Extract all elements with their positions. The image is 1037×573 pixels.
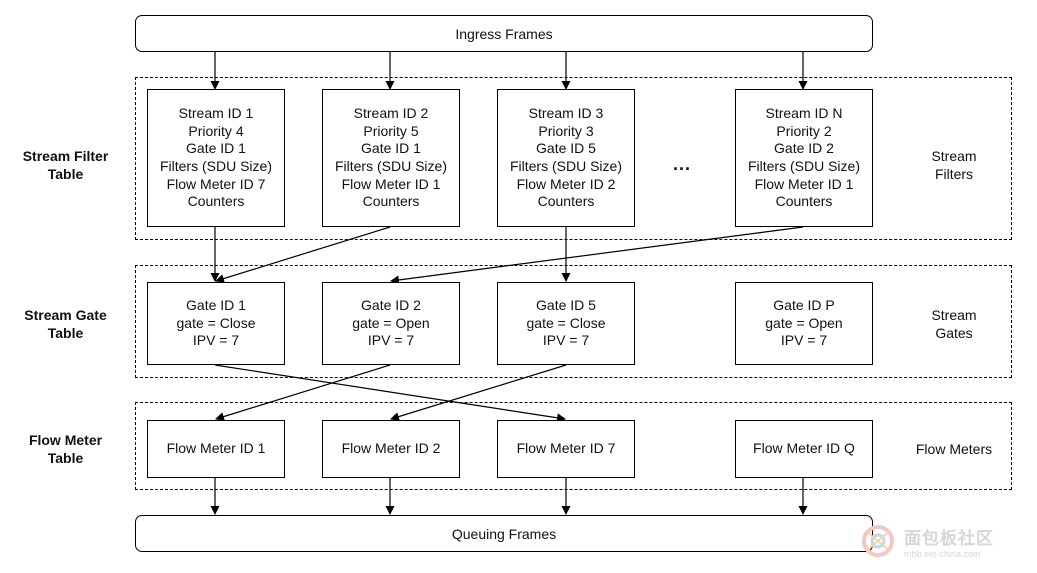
ingress-frames-box: Ingress Frames	[135, 15, 873, 52]
flow-meter-label: Flow Meter ID Q	[753, 440, 855, 457]
filter-line: Priority 4	[188, 122, 244, 139]
watermark-text: 面包板社区	[904, 528, 994, 548]
filter-line: Stream ID 2	[353, 105, 429, 122]
filter-line: Priority 3	[538, 122, 594, 139]
arrow-filter-n-to-gate-2	[390, 226, 804, 285]
filter-line: Flow Meter ID 2	[516, 175, 616, 192]
stream-gate-group	[135, 265, 1012, 378]
filter-line: Flow Meter ID 1	[341, 175, 441, 192]
filter-line: Gate ID 2	[774, 140, 834, 157]
gate-line: gate = Close	[176, 314, 256, 331]
flow-meter-group	[135, 402, 1012, 490]
arrow-gate-1-to-meter-7	[214, 364, 566, 423]
stream-filter-box: Stream ID 2 Priority 5 Gate ID 1 Filters…	[322, 89, 460, 227]
filter-line: Flow Meter ID 1	[754, 175, 854, 192]
filter-line: Filters (SDU Size)	[747, 158, 860, 174]
stream-gates-side-label: Stream Gates	[931, 307, 977, 341]
stream-gate-box: Gate ID P gate = Open IPV = 7	[735, 282, 873, 365]
gate-line: gate = Open	[765, 314, 843, 331]
flow-meter-box: Flow Meter ID 1	[147, 420, 285, 478]
stream-filter-box: Stream ID 3 Priority 3 Gate ID 5 Filters…	[497, 89, 635, 227]
stream-filter-box: Stream ID 1 Priority 4 Gate ID 1 Filters…	[147, 89, 285, 227]
filter-line: Gate ID 1	[361, 140, 421, 157]
filter-line: Gate ID 1	[186, 140, 246, 157]
filter-line: Stream ID 1	[178, 105, 254, 122]
flow-meter-box: Flow Meter ID 7	[497, 420, 635, 478]
arrow-gate-5-to-meter-2	[390, 364, 567, 421]
stream-gate-box: Gate ID 5 gate = Close IPV = 7	[497, 282, 635, 365]
filter-line: Flow Meter ID 7	[166, 175, 266, 192]
flow-meters-side-label: Flow Meters	[915, 441, 993, 457]
filter-line: Filters (SDU Size)	[509, 158, 622, 174]
filter-line: Stream ID 3	[528, 105, 604, 122]
flow-meter-box: Flow Meter ID Q	[735, 420, 873, 478]
filter-line: Counters	[362, 193, 420, 210]
gate-line: Gate ID 1	[186, 297, 246, 314]
flow-meter-label: Flow Meter ID 2	[341, 440, 441, 457]
stream-filters-side-label: Stream Filters	[931, 148, 977, 182]
flow-meter-box: Flow Meter ID 2	[322, 420, 460, 478]
arrow-filter-2-to-gate-1	[215, 226, 391, 283]
stream-gate-table-label: Stream Gate Table	[24, 307, 107, 341]
gate-line: IPV = 7	[192, 332, 240, 349]
filter-line: Counters	[775, 193, 833, 210]
arrow-gate-2-to-meter-1	[215, 364, 391, 421]
stream-filter-box: Stream ID N Priority 2 Gate ID 2 Filters…	[735, 89, 873, 227]
stream-gate-box: Gate ID 1 gate = Close IPV = 7	[147, 282, 285, 365]
filter-line: Stream ID N	[765, 105, 843, 122]
filter-line: Counters	[537, 193, 595, 210]
flow-meter-label: Flow Meter ID 7	[516, 440, 616, 457]
queuing-frames-box: Queuing Frames	[135, 515, 873, 552]
filter-line: Filters (SDU Size)	[334, 158, 447, 174]
queuing-frames-label: Queuing Frames	[451, 525, 557, 542]
ingress-frames-label: Ingress Frames	[455, 25, 553, 42]
flow-meter-label: Flow Meter ID 1	[166, 440, 266, 457]
watermark-logo-icon	[862, 525, 894, 557]
filter-line: Filters (SDU Size)	[159, 158, 272, 174]
gate-line: IPV = 7	[367, 332, 415, 349]
watermark-url: mbb.eet-china.com	[904, 548, 981, 559]
stream-gate-box: Gate ID 2 gate = Open IPV = 7	[322, 282, 460, 365]
filter-line: Gate ID 5	[536, 140, 596, 157]
gate-line: Gate ID 2	[361, 297, 421, 314]
filter-line: Counters	[187, 193, 245, 210]
filter-line: Priority 2	[776, 122, 832, 139]
gate-line: gate = Open	[352, 314, 430, 331]
stream-filter-table-label: Stream Filter Table	[22, 148, 109, 182]
watermark: 面包板社区 mbb.eet-china.com	[858, 521, 994, 561]
gate-line: Gate ID 5	[536, 297, 596, 314]
gate-line: IPV = 7	[780, 332, 828, 349]
stream-filter-group	[135, 77, 1012, 240]
gate-line: Gate ID P	[773, 297, 835, 314]
gate-line: IPV = 7	[542, 332, 590, 349]
filter-line: Priority 5	[363, 122, 419, 139]
gate-line: gate = Close	[526, 314, 606, 331]
flow-meter-table-label: Flow Meter Table	[28, 432, 103, 466]
ellipsis: ...	[673, 154, 692, 174]
